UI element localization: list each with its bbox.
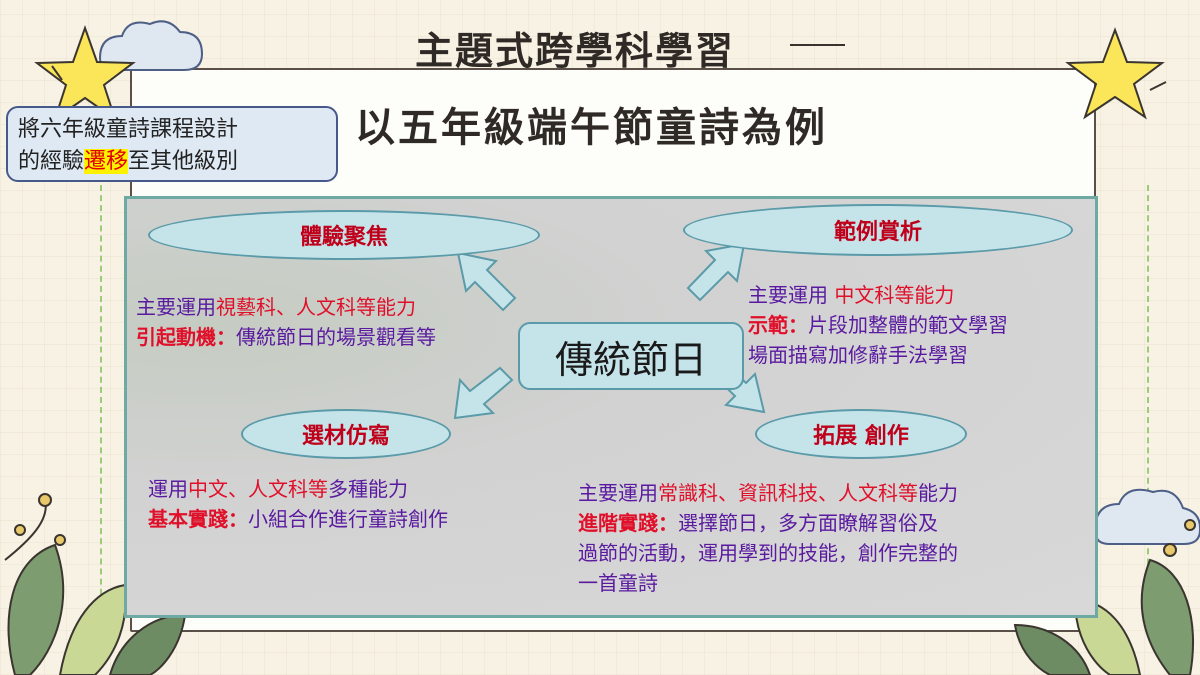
callout-box: 將六年級童詩課程設計 的經驗遷移至其他級別 (6, 106, 338, 182)
analysis-l2-b: 片段加整體的範文學習 (808, 313, 1008, 337)
star-left-icon (34, 24, 136, 122)
node-analysis: 範例賞析 (683, 204, 1073, 256)
analysis-description: 主要運用 中文科等能力 示範：片段加整體的範文學習 場面描寫加修辭手法學習 (748, 280, 1008, 370)
paper-dashed-border (100, 185, 1149, 625)
arrow-to-experience (456, 251, 517, 312)
imitation-l1-a: 運用 (148, 477, 188, 501)
node-experience: 體驗聚焦 (148, 210, 540, 260)
imitation-line-1: 運用中文、人文科等多種能力 (148, 474, 448, 504)
arrow-to-imitation (453, 366, 514, 420)
creation-l1-c: 能力 (918, 481, 958, 505)
analysis-line-2: 示範：片段加整體的範文學習 (748, 310, 1008, 340)
imitation-l1-c: 多種能力 (328, 477, 408, 501)
creation-l1-b: 常識科、資訊科技、人文科等 (658, 481, 918, 505)
experience-l2-a: 引起動機： (136, 325, 236, 349)
analysis-l1-a: 主要運用 (748, 283, 828, 307)
imitation-description: 運用中文、人文科等多種能力 基本實踐：小組合作進行童詩創作 (148, 474, 448, 534)
callout-line-1: 將六年級童詩課程設計 (18, 117, 239, 142)
analysis-l2-a: 示範： (748, 313, 808, 337)
node-imitation: 選材仿寫 (241, 409, 451, 459)
creation-line-2: 進階實踐：選擇節日，多方面瞭解習俗及 (578, 508, 958, 538)
experience-l1-a: 主要運用 (136, 295, 216, 319)
cloud-left-icon (98, 20, 204, 71)
page-subtitle: 以五年級端午節童詩為例 (355, 105, 828, 151)
page-title: 主題式跨學科學習 (415, 29, 736, 73)
diagram-panel (124, 196, 1098, 618)
experience-line-2: 引起動機：傳統節日的場景觀看等 (136, 322, 436, 352)
callout-text-b: 至其他級別 (128, 149, 239, 174)
creation-description: 主要運用常識科、資訊科技、人文科等能力 進階實踐：選擇節日，多方面瞭解習俗及 過… (578, 478, 958, 598)
callout-highlight: 遷移 (84, 149, 129, 174)
experience-line-1: 主要運用視藝科、人文科等能力 (136, 292, 436, 322)
experience-description: 主要運用視藝科、人文科等能力 引起動機：傳統節日的場景觀看等 (136, 292, 436, 352)
cloud-right-icon (1093, 488, 1200, 545)
analysis-line-1: 主要運用 中文科等能力 (748, 280, 1008, 310)
imitation-l2-b: 小組合作進行童詩創作 (248, 507, 448, 531)
star-right-icon (1065, 27, 1165, 120)
creation-line-4: 一首童詩 (578, 571, 658, 595)
analysis-l1-b: 中文科等能力 (834, 283, 955, 307)
experience-l1-b: 視藝科、人文科等能力 (216, 295, 416, 319)
imitation-line-2: 基本實踐：小組合作進行童詩創作 (148, 504, 448, 534)
creation-l2-b: 選擇節日，多方面瞭解習俗及 (678, 511, 938, 535)
callout-line-2: 的經驗遷移至其他級別 (18, 146, 326, 178)
creation-line-1: 主要運用常識科、資訊科技、人文科等能力 (578, 478, 958, 508)
creation-l2-a: 進階實踐： (578, 511, 678, 535)
analysis-line-3: 場面描寫加修辭手法學習 (748, 343, 968, 367)
title-underline (790, 44, 845, 46)
imitation-l2-a: 基本實踐： (148, 507, 248, 531)
arrow-to-analysis (686, 242, 746, 302)
node-creation: 拓展 創作 (755, 409, 967, 459)
imitation-l1-b: 中文、人文科等 (188, 477, 328, 501)
creation-line-3: 過節的活動，運用學到的技能，創作完整的 (578, 541, 958, 565)
center-node: 傳統節日 (518, 322, 744, 390)
leaves-right-icon (1013, 519, 1196, 675)
callout-text-a: 的經驗 (18, 149, 85, 174)
experience-l2-b: 傳統節日的場景觀看等 (236, 325, 436, 349)
creation-l1-a: 主要運用 (578, 481, 658, 505)
